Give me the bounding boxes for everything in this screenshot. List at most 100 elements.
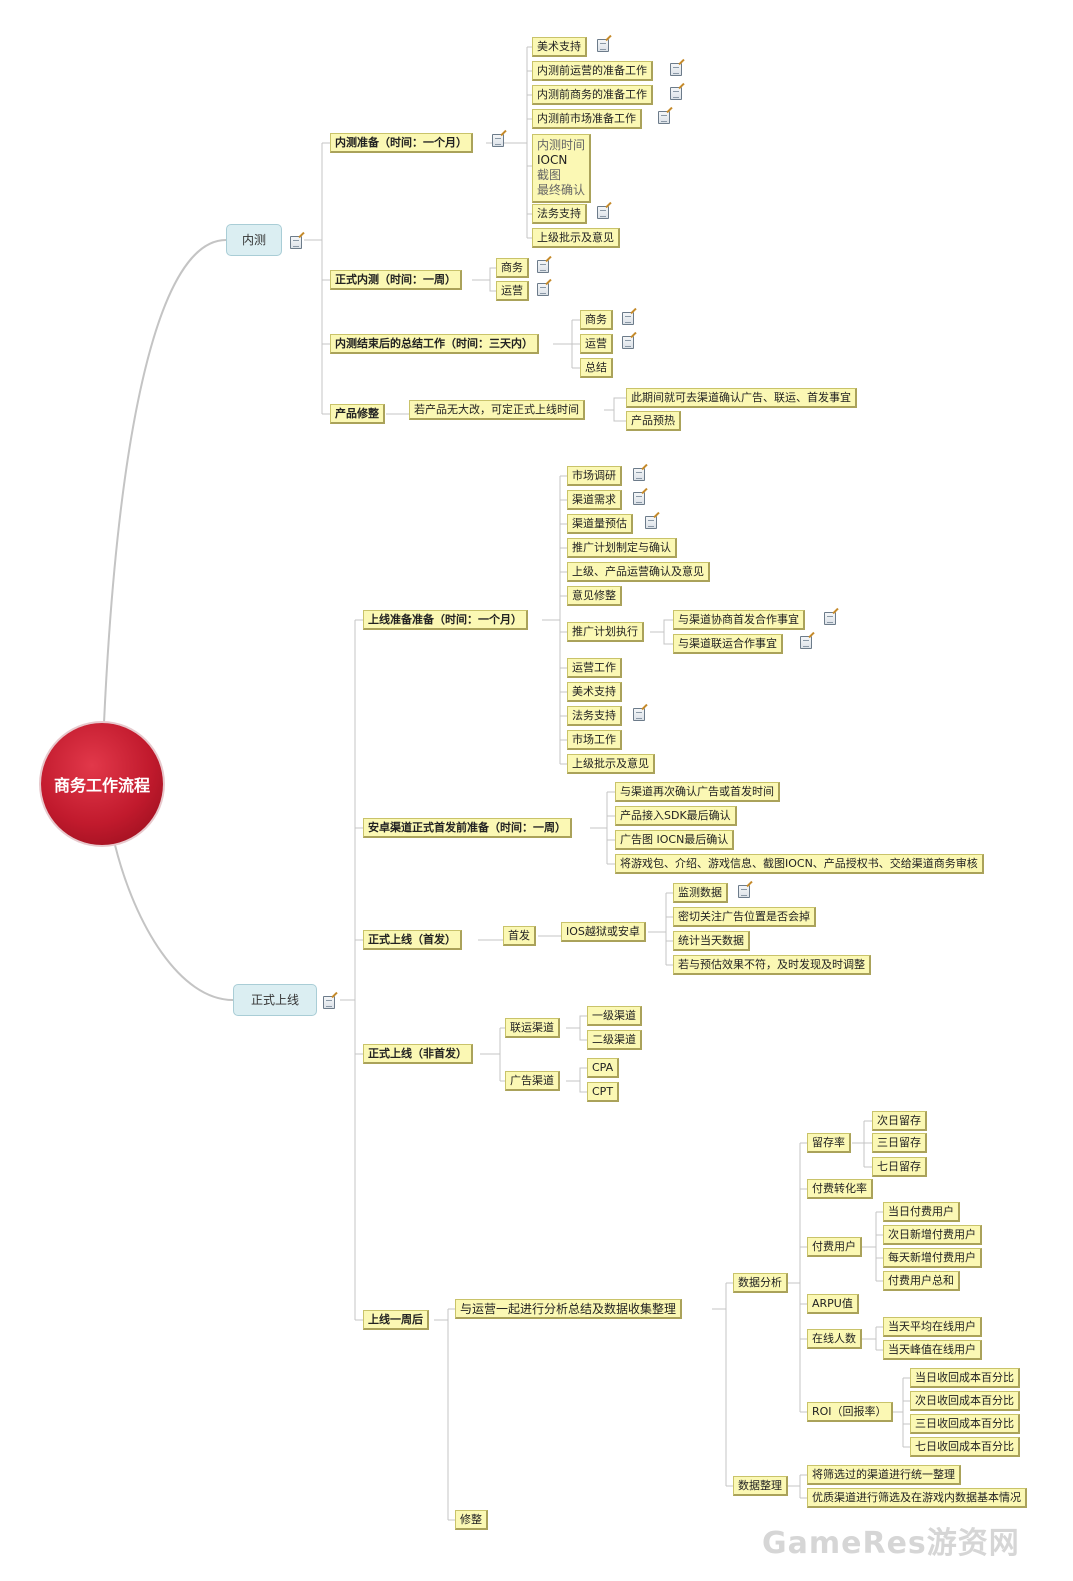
node-d1-1[interactable]: 次日留存 xyxy=(872,1111,927,1131)
node-b4-2[interactable]: 广告渠道 xyxy=(505,1071,560,1091)
node-d3-1[interactable]: 当日付费用户 xyxy=(883,1202,960,1222)
note-icon[interactable] xyxy=(645,516,657,529)
node-b1-7[interactable]: 推广计划执行 xyxy=(567,622,644,642)
node-d1-3[interactable]: 七日留存 xyxy=(872,1157,927,1177)
note-icon[interactable] xyxy=(670,87,682,100)
node-d6-2[interactable]: 次日收回成本百分比 xyxy=(910,1391,1020,1411)
node-b1-8[interactable]: 运营工作 xyxy=(567,658,622,678)
node-b1-11[interactable]: 市场工作 xyxy=(567,730,622,750)
node-d5-1[interactable]: 当天平均在线用户 xyxy=(883,1317,982,1337)
node-b5-1[interactable]: 与运营一起进行分析总结及数据收集整理 xyxy=(455,1299,683,1319)
node-b4-2-1[interactable]: CPA xyxy=(587,1058,620,1078)
note-icon[interactable] xyxy=(492,134,504,147)
node-a4-1[interactable]: 若产品无大改，可定正式上线时间 xyxy=(409,400,585,420)
node-b4-1-2[interactable]: 二级渠道 xyxy=(587,1030,642,1050)
node-b3-1-1-3[interactable]: 统计当天数据 xyxy=(673,931,750,951)
node-b4[interactable]: 正式上线（非首发） xyxy=(363,1044,473,1064)
node-d6-1[interactable]: 当日收回成本百分比 xyxy=(910,1368,1020,1388)
node-b3-1-1-4[interactable]: 若与预估效果不符，及时发现及时调整 xyxy=(673,955,871,975)
node-b2-4[interactable]: 将游戏包、介绍、游戏信息、截图IOCN、产品授权书、交给渠道商务审核 xyxy=(615,854,984,874)
node-a4-1-2[interactable]: 产品预热 xyxy=(626,411,681,431)
node-a4-1-1[interactable]: 此期间就可去渠道确认广告、联运、首发事宜 xyxy=(626,388,857,408)
branch-neice[interactable]: 内测 xyxy=(226,224,282,256)
node-d5[interactable]: 在线人数 xyxy=(807,1329,862,1349)
note-icon[interactable] xyxy=(622,312,634,325)
node-b1-6[interactable]: 意见修整 xyxy=(567,586,622,606)
node-b1-7-1[interactable]: 与渠道协商首发合作事宜 xyxy=(673,610,805,630)
node-a4[interactable]: 产品修整 xyxy=(330,404,385,424)
node-b5-1-2[interactable]: 数据整理 xyxy=(733,1476,788,1496)
node-d1-2[interactable]: 三日留存 xyxy=(872,1133,927,1153)
node-b2-2[interactable]: 产品接入SDK最后确认 xyxy=(615,806,737,826)
note-icon[interactable] xyxy=(800,636,812,649)
node-b2[interactable]: 安卓渠道正式首发前准备（时间：一周） xyxy=(363,818,572,838)
root-node[interactable]: 商务工作流程 xyxy=(41,723,163,845)
node-b3-1-1[interactable]: IOS越狱或安卓 xyxy=(561,922,646,942)
node-b1-9[interactable]: 美术支持 xyxy=(567,682,622,702)
node-d3[interactable]: 付费用户 xyxy=(807,1237,862,1257)
node-a3[interactable]: 内测结束后的总结工作（时间：三天内） xyxy=(330,334,539,354)
node-d4[interactable]: ARPU值 xyxy=(807,1294,859,1314)
note-icon[interactable] xyxy=(633,708,645,721)
node-a3-1[interactable]: 商务 xyxy=(580,310,613,330)
node-b1-10[interactable]: 法务支持 xyxy=(567,706,622,726)
node-b1-7-2[interactable]: 与渠道联运合作事宜 xyxy=(673,634,783,654)
node-b3[interactable]: 正式上线（首发） xyxy=(363,930,462,950)
node-b5-2[interactable]: 修整 xyxy=(455,1510,488,1530)
note-icon[interactable] xyxy=(290,236,302,249)
node-a2-2[interactable]: 运营 xyxy=(496,281,529,301)
note-icon[interactable] xyxy=(633,492,645,505)
node-d3-3[interactable]: 每天新增付费用户 xyxy=(883,1248,982,1268)
node-a1-5[interactable]: 内测时间 IOCN 截图 最终确认 xyxy=(532,134,592,203)
node-a1[interactable]: 内测准备（时间：一个月） xyxy=(330,133,473,153)
node-a1-4[interactable]: 内测前市场准备工作 xyxy=(532,109,642,129)
node-b2-1[interactable]: 与渠道再次确认广告或首发时间 xyxy=(615,782,780,802)
node-b5-1-1[interactable]: 数据分析 xyxy=(733,1273,788,1293)
node-d2[interactable]: 付费转化率 xyxy=(807,1179,873,1199)
node-a1-2[interactable]: 内测前运营的准备工作 xyxy=(532,61,653,81)
note-icon[interactable] xyxy=(537,283,549,296)
note-icon[interactable] xyxy=(658,111,670,124)
node-e1[interactable]: 将筛选过的渠道进行统一整理 xyxy=(807,1465,961,1485)
node-b1-2[interactable]: 渠道需求 xyxy=(567,490,622,510)
note-icon[interactable] xyxy=(670,63,682,76)
node-b1-12[interactable]: 上级批示及意见 xyxy=(567,754,655,774)
note-icon[interactable] xyxy=(738,885,750,898)
node-d1[interactable]: 留存率 xyxy=(807,1133,851,1153)
node-a3-2[interactable]: 运营 xyxy=(580,334,613,354)
node-d3-2[interactable]: 次日新增付费用户 xyxy=(883,1225,982,1245)
note-icon[interactable] xyxy=(597,206,609,219)
node-a1-6[interactable]: 法务支持 xyxy=(532,204,587,224)
node-a1-3[interactable]: 内测前商务的准备工作 xyxy=(532,85,653,105)
node-e2[interactable]: 优质渠道进行筛选及在游戏内数据基本情况 xyxy=(807,1488,1027,1508)
node-b4-1[interactable]: 联运渠道 xyxy=(505,1018,560,1038)
node-b3-1[interactable]: 首发 xyxy=(503,926,536,946)
node-b2-3[interactable]: 广告图 IOCN最后确认 xyxy=(615,830,735,850)
node-b1-1[interactable]: 市场调研 xyxy=(567,466,622,486)
node-a3-3[interactable]: 总结 xyxy=(580,358,613,378)
node-b1[interactable]: 上线准备准备（时间：一个月） xyxy=(363,610,528,630)
node-d6[interactable]: ROI（回报率） xyxy=(807,1402,893,1422)
node-d5-2[interactable]: 当天峰值在线用户 xyxy=(883,1340,982,1360)
node-a2[interactable]: 正式内测（时间：一周） xyxy=(330,270,462,290)
node-b4-1-1[interactable]: 一级渠道 xyxy=(587,1006,642,1026)
node-b3-1-1-1[interactable]: 监测数据 xyxy=(673,883,728,903)
node-b4-2-2[interactable]: CPT xyxy=(587,1082,620,1102)
branch-zhengshi[interactable]: 正式上线 xyxy=(233,984,317,1016)
note-icon[interactable] xyxy=(622,336,634,349)
note-icon[interactable] xyxy=(597,39,609,52)
node-b1-3[interactable]: 渠道量预估 xyxy=(567,514,633,534)
note-icon[interactable] xyxy=(323,996,335,1009)
node-a1-1[interactable]: 美术支持 xyxy=(532,37,587,57)
node-a2-1[interactable]: 商务 xyxy=(496,258,529,278)
node-b5[interactable]: 上线一周后 xyxy=(363,1310,429,1330)
note-icon[interactable] xyxy=(537,260,549,273)
note-icon[interactable] xyxy=(633,468,645,481)
note-icon[interactable] xyxy=(824,612,836,625)
node-a1-7[interactable]: 上级批示及意见 xyxy=(532,228,620,248)
node-b1-4[interactable]: 推广计划制定与确认 xyxy=(567,538,677,558)
node-b3-1-1-2[interactable]: 密切关注广告位置是否会掉 xyxy=(673,907,816,927)
node-d3-4[interactable]: 付费用户总和 xyxy=(883,1271,960,1291)
node-d6-4[interactable]: 七日收回成本百分比 xyxy=(910,1437,1020,1457)
node-b1-5[interactable]: 上级、产品运营确认及意见 xyxy=(567,562,710,582)
